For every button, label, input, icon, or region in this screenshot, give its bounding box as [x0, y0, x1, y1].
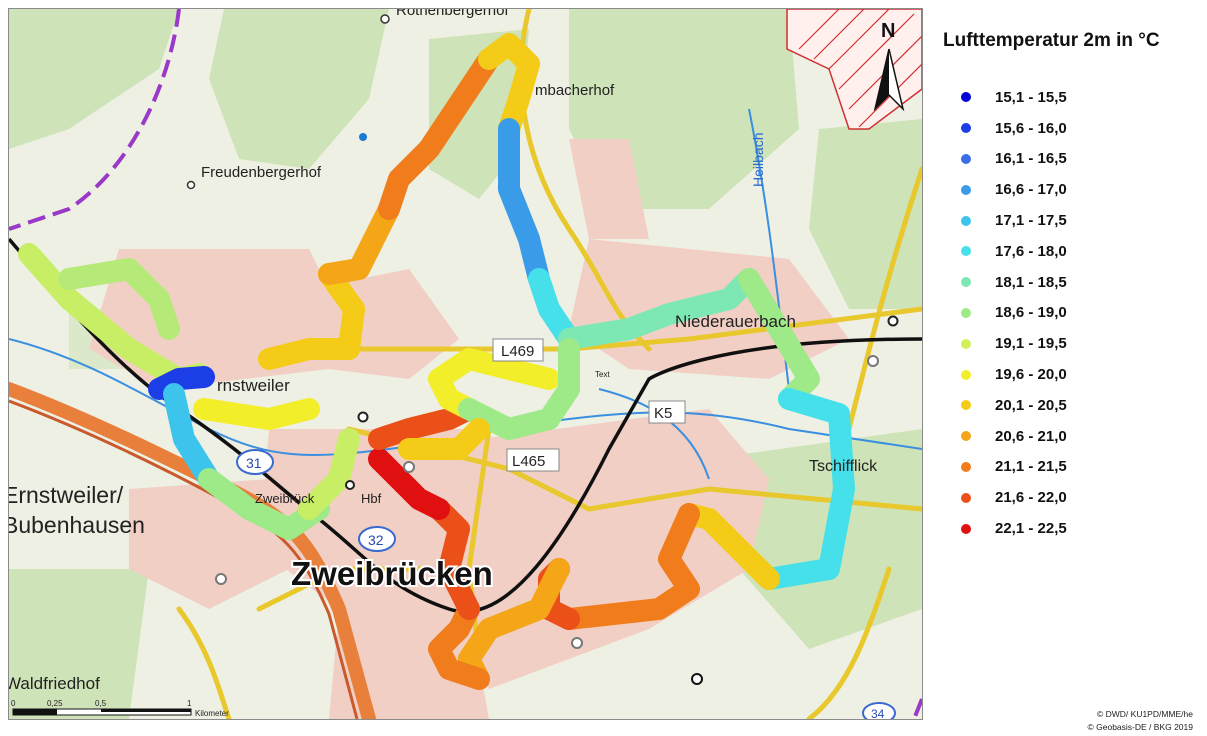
scale-bar: [12, 708, 192, 716]
road-label-k5: K5: [654, 405, 672, 422]
legend-color-dot: [961, 184, 971, 195]
scale-tick-0: 0: [11, 699, 16, 708]
legend-item: 16,6 - 17,0: [941, 174, 1203, 205]
label-heilbach: Heilbach: [750, 133, 766, 187]
label-hbf: Hbf: [361, 491, 382, 506]
label-mbacherhof: mbacherhof: [535, 82, 615, 99]
legend-item: 20,6 - 21,0: [941, 421, 1203, 452]
legend-label: 15,6 - 16,0: [995, 119, 1067, 137]
credits: © DWD/ KU1PD/MME/he © Geobasis-DE / BKG …: [1088, 708, 1193, 734]
legend-label: 21,6 - 22,0: [995, 489, 1067, 507]
temperature-map: Rothenbergerhof Freudenbergerhof mbacher…: [2, 2, 925, 726]
credit-dwd: © DWD/ KU1PD/MME/he: [1097, 709, 1193, 719]
label-ernstweiler-bubenhausen-2: Bubenhausen: [9, 512, 145, 538]
legend-color-dot: [961, 153, 971, 164]
legend-label: 20,6 - 21,0: [995, 427, 1067, 445]
legend-item: 17,6 - 18,0: [941, 236, 1203, 267]
scale-unit: Kilometer: [195, 709, 229, 718]
label-freudenbergerhof: Freudenbergerhof: [201, 164, 322, 181]
legend-label: 18,6 - 19,0: [995, 304, 1067, 322]
legend-color-dot: [961, 277, 971, 288]
temperature-track: [18, 33, 855, 690]
scale-tick-05: 0,5: [95, 699, 107, 708]
legend-color-dot: [961, 307, 971, 318]
road-label-32: 32: [368, 532, 384, 548]
map-symbols: [186, 14, 899, 685]
legend-label: 21,1 - 21,5: [995, 458, 1067, 476]
legend-item: 18,1 - 18,5: [941, 267, 1203, 298]
legend-list: 15,1 - 15,5 15,6 - 16,0 16,1 - 16,5 16,6 - …: [941, 82, 1203, 544]
legend-label: 20,1 - 20,5: [995, 396, 1067, 414]
legend-color-dot: [961, 492, 971, 503]
legend-color-dot: [961, 400, 971, 411]
legend-label: 16,6 - 17,0: [995, 181, 1067, 199]
legend: Lufttemperatur 2m in °C 15,1 - 15,5 15,6 …: [941, 30, 1203, 544]
road-label-34: 34: [871, 707, 885, 719]
legend-item: 22,1 - 22,5: [941, 513, 1203, 544]
label-zweibruecken-station: Zweibrück: [255, 491, 315, 506]
legend-title: Lufttemperatur 2m in °C: [943, 30, 1160, 51]
legend-item: 21,1 - 21,5: [941, 452, 1203, 483]
legend-item: 18,6 - 19,0: [941, 298, 1203, 329]
label-waldfriedhof: Waldfriedhof: [9, 674, 100, 693]
north-arrow-icon: [873, 48, 905, 112]
legend-item: 19,1 - 19,5: [941, 328, 1203, 359]
legend-label: 19,1 - 19,5: [995, 335, 1067, 353]
legend-color-dot: [961, 461, 971, 472]
road-shields: [236, 338, 896, 724]
road-label-31: 31: [246, 455, 262, 471]
label-text-marker: Text: [595, 370, 610, 379]
north-label: N: [881, 20, 895, 42]
label-tschifflick: Tschifflick: [809, 458, 878, 475]
label-zweibruecken: Zweibrücken: [291, 555, 493, 592]
legend-color-dot: [961, 338, 971, 349]
legend-label: 16,1 - 16,5: [995, 150, 1067, 168]
legend-label: 17,1 - 17,5: [995, 212, 1067, 230]
legend-item: 16,1 - 16,5: [941, 144, 1203, 175]
legend-color-dot: [961, 431, 971, 442]
label-niederauerbach: Niederauerbach: [675, 312, 796, 331]
legend-color-dot: [961, 523, 971, 534]
legend-label: 19,6 - 20,0: [995, 366, 1067, 384]
legend-item: 17,1 - 17,5: [941, 205, 1203, 236]
legend-color-dot: [961, 92, 971, 103]
scale-tick-1: 1: [187, 699, 192, 708]
legend-item: 19,6 - 20,0: [941, 359, 1203, 390]
label-rothenbergerhof: Rothenbergerhof: [396, 9, 509, 19]
legend-item: 21,6 - 22,0: [941, 482, 1203, 513]
legend-label: 18,1 - 18,5: [995, 273, 1067, 291]
road-label-l465: L465: [512, 453, 545, 470]
map-canvas: Rothenbergerhof Freudenbergerhof mbacher…: [2, 2, 925, 726]
legend-label: 17,6 - 18,0: [995, 242, 1067, 260]
legend-item: 15,1 - 15,5: [941, 82, 1203, 113]
legend-color-dot: [961, 246, 971, 257]
label-ernstweiler-bubenhausen-1: Ernstweiler/: [9, 482, 124, 508]
label-ernstweiler: rnstweiler: [217, 376, 290, 395]
legend-label: 22,1 - 22,5: [995, 520, 1067, 538]
credit-geobasis: © Geobasis-DE / BKG 2019: [1087, 722, 1193, 732]
legend-color-dot: [961, 215, 971, 226]
scale-tick-025: 0,25: [47, 699, 63, 708]
legend-color-dot: [961, 123, 971, 134]
legend-item: 20,1 - 20,5: [941, 390, 1203, 421]
legend-color-dot: [961, 369, 971, 380]
district-boundary: [8, 8, 924, 720]
road-label-l469: L469: [501, 343, 534, 360]
legend-item: 15,6 - 16,0: [941, 113, 1203, 144]
legend-label: 15,1 - 15,5: [995, 88, 1067, 106]
